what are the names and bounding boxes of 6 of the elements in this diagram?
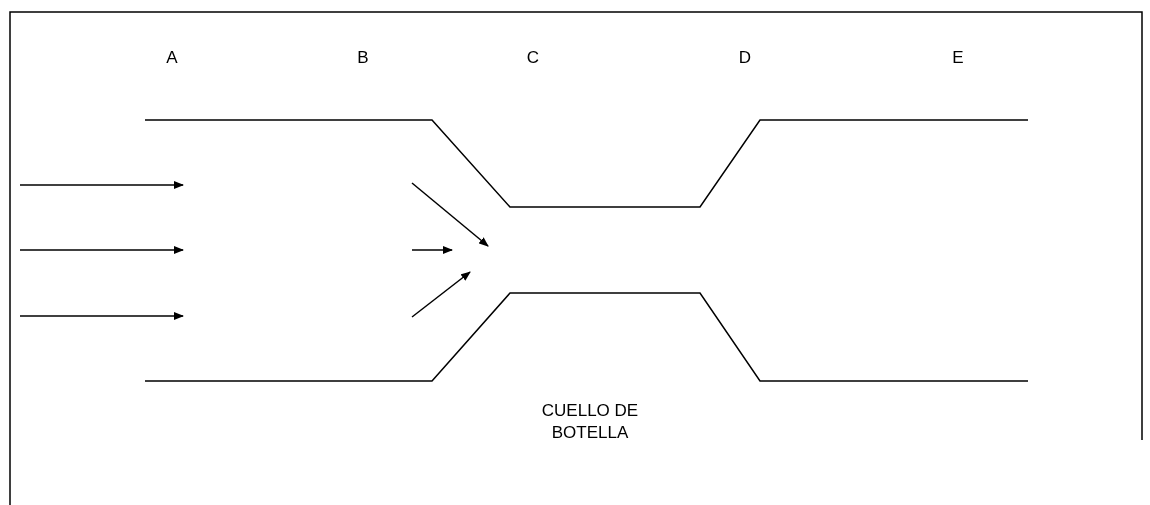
section-label: E <box>951 47 965 69</box>
section-label: D <box>737 47 753 69</box>
section-label: C <box>525 47 541 69</box>
caption-label: CUELLO DE BOTELLA <box>540 400 640 444</box>
section-label: A <box>165 47 179 69</box>
section-label: B <box>356 47 370 69</box>
